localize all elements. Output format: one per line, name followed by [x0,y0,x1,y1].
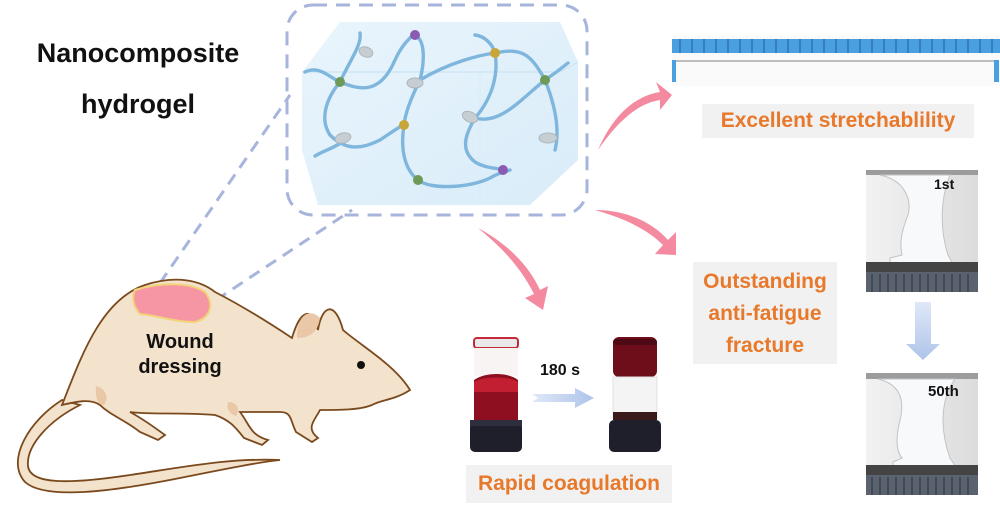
stretch-test-photo [672,36,1000,86]
crosslink-nodes [335,30,550,185]
fatigue-label-line-2: anti-fatigue [708,302,822,325]
title-line-2: hydrogel [80,89,195,119]
coagulation-time-label: 180 s [540,362,581,379]
fatigue-cycle-first-label: 1st [934,176,955,192]
mouse-eye [357,361,365,369]
node-yellow [490,48,500,58]
mouse-leg [227,402,238,416]
diagram-title: Nanocomposite hydrogel [18,38,258,120]
curved-arrow-icon [478,228,548,310]
zoom-line-right [215,208,353,302]
node-green [413,175,423,185]
node-green [335,77,345,87]
wound-dressing-label: Wound dressing [130,330,230,380]
mouse-body [60,278,412,447]
fatigue-label: Outstanding anti-fatigue fracture [693,262,837,364]
mouse-illustration [17,278,412,494]
node-purple [410,30,420,40]
node-yellow [399,120,409,130]
mouse-tail [17,399,281,494]
zoom-lines [158,94,353,302]
curved-arrow-icon [598,82,672,150]
node-purple [498,165,508,175]
right-arrow-icon [532,388,594,408]
stretchability-label: Excellent stretchablility [702,104,974,138]
mouse-leg [95,386,107,405]
fatigue-cycle-last-label: 50th [928,383,959,400]
vial-after [609,337,661,452]
wound-label-line-1: Wound [146,331,214,353]
mouse-ear [296,313,320,338]
coagulation-label: Rapid coagulation [466,465,672,503]
node-green [540,75,550,85]
title-line-1: Nanocomposite [36,38,240,68]
nanoparticle-clips [334,46,558,144]
curved-arrow-icon [595,210,676,255]
down-arrow-icon [906,302,940,360]
wound-label-line-2: dressing [138,356,222,378]
hydrogel-block [302,22,579,205]
fatigue-label-line-3: fracture [725,334,805,357]
zoom-line-left [158,94,292,284]
fatigue-label-line-1: Outstanding [703,270,827,293]
fatigue-photo-first [866,170,978,292]
vial-before [470,337,522,452]
fatigue-photo-last [866,373,978,495]
hydrogel-network-frame [285,3,589,217]
wound-patch [132,283,212,324]
